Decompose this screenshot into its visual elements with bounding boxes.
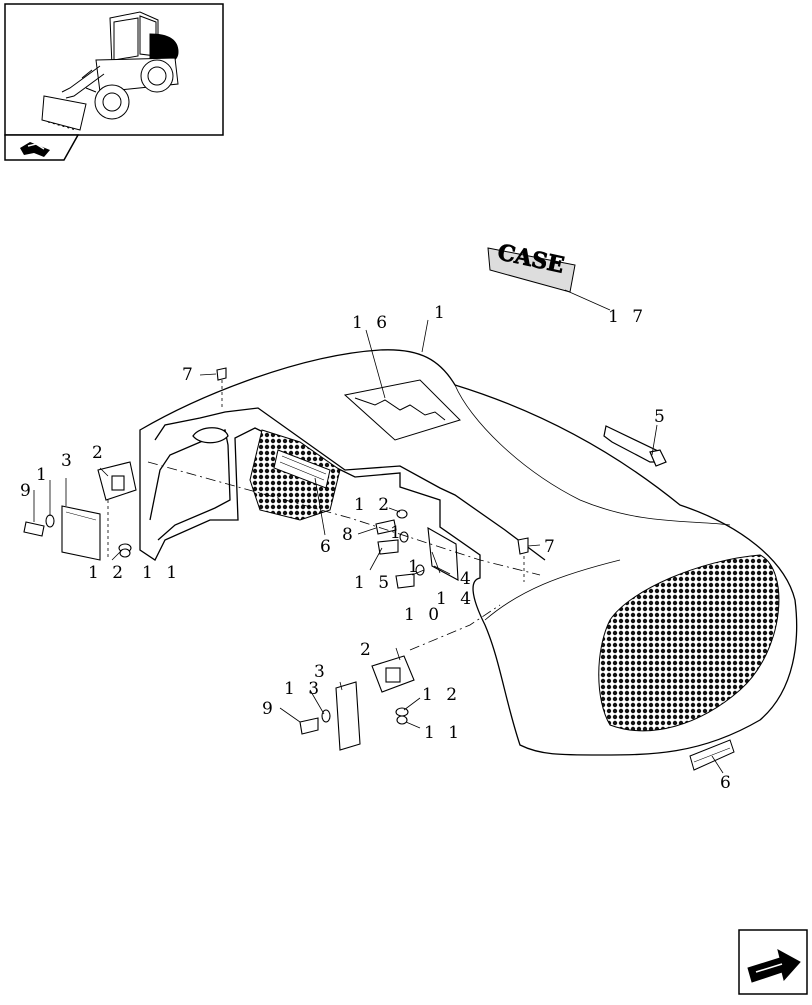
- callout-6-outer: 6: [720, 773, 735, 793]
- callout-1-left: 1: [36, 465, 51, 485]
- right-grille-mesh: [598, 554, 780, 732]
- next-page-arrow-icon[interactable]: [738, 929, 808, 995]
- callout-14: 1 4: [436, 589, 475, 609]
- callout-12-left: 1 2: [88, 563, 127, 583]
- callout-12-lower: 1 2: [422, 685, 461, 705]
- callout-labels: 1 1 6 1 7 7 5 2 3 1 9 1 2 1 1 6 1 2 8 1 …: [20, 303, 735, 793]
- reflector-left: [273, 449, 331, 489]
- callout-13-lower: 1 3: [284, 679, 323, 699]
- callout-1-center: 1: [390, 523, 405, 543]
- callout-8: 8: [342, 525, 357, 545]
- callout-10: 1 0: [404, 605, 443, 625]
- page-turn-icon[interactable]: [20, 142, 50, 157]
- callout-15: 1 5: [354, 573, 393, 593]
- callout-2-lower: 2: [360, 640, 375, 660]
- callout-11-lower: 1 1: [424, 723, 463, 743]
- loader-thumbnail-icon: [41, 11, 179, 131]
- grab-handle: [603, 425, 667, 467]
- left-hinge-assembly: [23, 367, 227, 561]
- callout-3-left: 3: [61, 451, 76, 471]
- reflector-right: [689, 739, 735, 771]
- callout-9-left: 9: [20, 481, 35, 501]
- callout-17: 1 7: [608, 307, 647, 327]
- callout-1-right: 1: [408, 557, 423, 577]
- callout-1: 1: [434, 303, 449, 323]
- leader-lines: [33, 289, 724, 774]
- callout-5: 5: [654, 407, 669, 427]
- callout-7-top: 7: [182, 365, 197, 385]
- callout-3-lower: 3: [314, 662, 329, 682]
- callout-7-right: 7: [544, 537, 559, 557]
- callout-11-left: 1 1: [142, 563, 181, 583]
- callout-6-inner: 6: [320, 537, 335, 557]
- callout-16: 1 6: [352, 313, 391, 333]
- decal-16: [343, 379, 461, 441]
- lower-hinge-assembly: [299, 655, 415, 751]
- callout-12-center: 1 2: [354, 495, 393, 515]
- callout-4: 4: [460, 569, 475, 589]
- callout-9-lower: 9: [262, 699, 277, 719]
- case-logo-decal: CASE: [487, 239, 576, 293]
- callout-2-left: 2: [92, 443, 107, 463]
